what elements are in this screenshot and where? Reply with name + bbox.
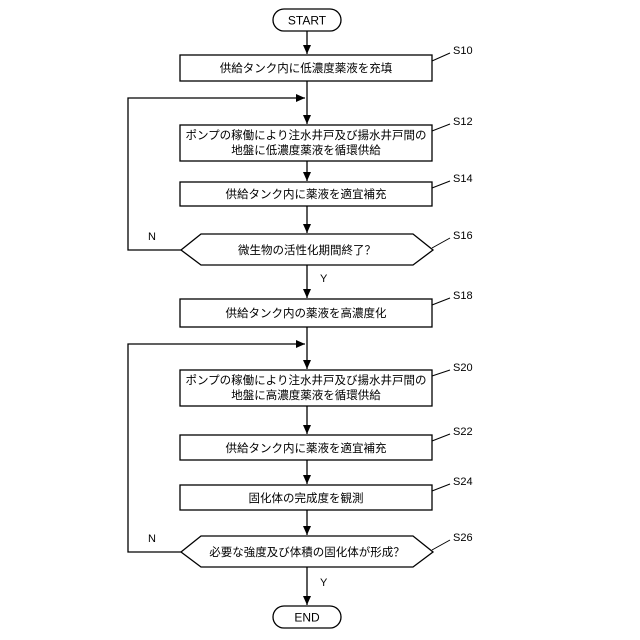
s10-tag: S10 <box>453 45 473 57</box>
s18-leader-line <box>432 298 450 305</box>
end-label: END <box>294 611 320 625</box>
step-s14: 供給タンク内に薬液を適宜補充 <box>180 182 432 206</box>
step-s12: ポンプの稼働により注水井戸及び揚水井戸間の 地盤に低濃度薬液を循環供給 <box>180 125 432 161</box>
s14-tag: S14 <box>453 173 473 185</box>
decision-s16: 微生物の活性化期間終了？ <box>181 234 433 265</box>
step-s20: ポンプの稼働により注水井戸及び揚水井戸間の 地盤に高濃度薬液を循環供給 <box>180 370 432 406</box>
s14-leader-line <box>432 181 450 188</box>
step-s12-text-line2: 地盤に低濃度薬液を循環供給 <box>231 143 381 157</box>
decision-s26-no-label: N <box>148 533 156 545</box>
s10-leader-line <box>432 53 450 61</box>
s12-tag: S12 <box>453 116 473 128</box>
decision-s16-yes-label: Y <box>320 273 328 285</box>
s24-leader-line <box>432 484 450 491</box>
s16-tag: S16 <box>453 230 473 242</box>
s24-tag: S24 <box>453 476 473 488</box>
s18-tag: S18 <box>453 290 473 302</box>
s12-leader-line <box>432 124 450 131</box>
step-s14-text: 供給タンク内に薬液を適宜補充 <box>226 187 387 201</box>
step-s12-text-line1: ポンプの稼働により注水井戸及び揚水井戸間の <box>186 128 427 142</box>
start-terminal: START <box>273 9 341 31</box>
decision-s26-text: 必要な強度及び体積の固化体が形成？ <box>209 545 405 559</box>
decision-s16-text: 微生物の活性化期間終了？ <box>238 243 376 257</box>
step-s22: 供給タンク内に薬液を適宜補充 <box>180 435 432 460</box>
step-s24: 固化体の完成度を観測 <box>180 485 432 510</box>
s26-leader-line <box>432 540 450 550</box>
step-s10-text: 供給タンク内に低濃度薬液を充填 <box>220 61 393 75</box>
step-s18: 供給タンク内の薬液を高濃度化 <box>180 299 432 327</box>
start-label: START <box>288 14 327 28</box>
step-s10: 供給タンク内に低濃度薬液を充填 <box>180 55 432 81</box>
step-s18-text: 供給タンク内の薬液を高濃度化 <box>226 306 387 320</box>
loop-arrow-s16-no <box>128 98 305 250</box>
step-s20-text-line2: 地盤に高濃度薬液を循環供給 <box>231 388 381 402</box>
s20-leader-line <box>432 370 450 376</box>
s20-tag: S20 <box>453 362 473 374</box>
s16-leader-line <box>432 238 450 248</box>
decision-s26-yes-label: Y <box>320 577 328 589</box>
decision-s16-no-label: N <box>148 231 156 243</box>
s22-leader-line <box>432 434 450 441</box>
decision-s26: 必要な強度及び体積の固化体が形成？ <box>181 536 433 567</box>
end-terminal: END <box>273 606 341 628</box>
step-s22-text: 供給タンク内に薬液を適宜補充 <box>226 441 387 455</box>
s26-tag: S26 <box>453 532 473 544</box>
step-s24-text: 固化体の完成度を観測 <box>249 491 364 505</box>
s22-tag: S22 <box>453 426 473 438</box>
step-s20-text-line1: ポンプの稼働により注水井戸及び揚水井戸間の <box>186 373 427 387</box>
